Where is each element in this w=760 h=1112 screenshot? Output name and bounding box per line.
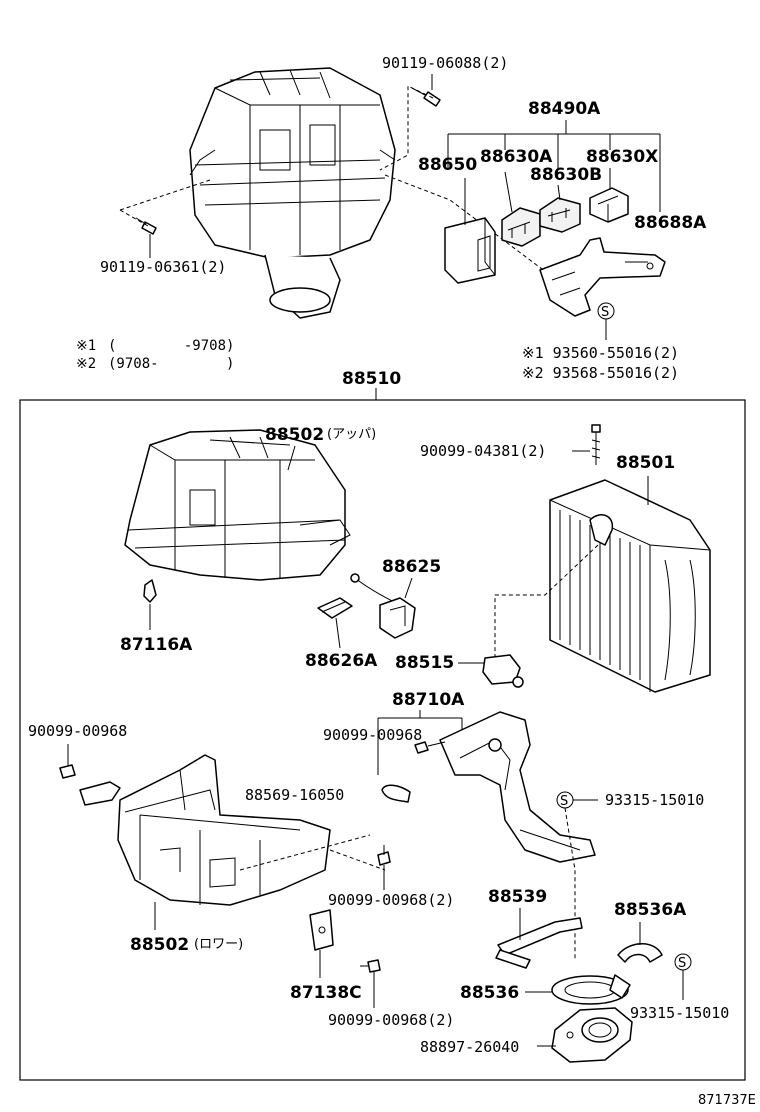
label-left-bolt: 90119-06361(2) bbox=[100, 258, 226, 276]
sensor-clip bbox=[317, 597, 353, 619]
label-sensor-clip: 88626A bbox=[305, 651, 378, 671]
sensor-clip-lead bbox=[335, 617, 341, 649]
label-relay-a: 88630A bbox=[480, 147, 553, 167]
label-screw-case: 90099-00968(2) bbox=[328, 891, 454, 909]
label-screw-tube: 90099-00968 bbox=[323, 726, 422, 744]
label-tube-b: 88539 bbox=[488, 887, 547, 907]
label-clamp: 88569-16050 bbox=[245, 786, 344, 804]
o-ring-symbol-1: S bbox=[556, 791, 598, 809]
label-relay-b: 88630B bbox=[530, 165, 602, 185]
bracket-87138c bbox=[309, 909, 334, 951]
label-upper-case-note: (アッパ) bbox=[327, 427, 376, 442]
o-ring-leader bbox=[564, 807, 576, 960]
label-exp-valve: 88515 bbox=[395, 653, 454, 673]
upper-case-illustration bbox=[124, 429, 351, 581]
label-top-bolt: 90119-06088(2) bbox=[382, 54, 508, 72]
amplifier-module bbox=[444, 178, 496, 284]
label-screw-bottom: 90099-00968(2) bbox=[328, 1011, 454, 1029]
label-screw-2: ※2 93568-55016(2) bbox=[522, 364, 679, 382]
evaporator-core bbox=[549, 479, 711, 693]
clamp-88536 bbox=[551, 974, 631, 1005]
top-bolt-leader bbox=[379, 85, 434, 171]
label-assembly: 88510 bbox=[342, 369, 401, 389]
label-grommet: 88897-26040 bbox=[420, 1038, 519, 1056]
left-bracket bbox=[79, 781, 121, 806]
grommet bbox=[551, 1007, 633, 1063]
note-1-mark: ※1 bbox=[76, 338, 96, 354]
label-screw-1: ※1 93560-55016(2) bbox=[522, 344, 679, 362]
label-clip: 87116A bbox=[120, 635, 193, 655]
relay-bracket bbox=[539, 237, 666, 317]
relay-a bbox=[501, 171, 541, 247]
sensor-lead bbox=[404, 577, 413, 599]
relay-x bbox=[589, 168, 629, 223]
thermistor-sensor bbox=[350, 573, 416, 639]
lower-case-illustration bbox=[117, 754, 331, 906]
label-clamp-b: 88536 bbox=[460, 983, 519, 1003]
clamp-88536a bbox=[617, 943, 663, 963]
relay-group-bracket bbox=[447, 120, 661, 212]
note-2-mark: ※2 bbox=[76, 356, 96, 372]
upper-case-lead bbox=[287, 445, 296, 471]
label-bracket: 88688A bbox=[634, 213, 707, 233]
assembly-frame bbox=[19, 399, 746, 1081]
label-lower-case-note: (ロワー) bbox=[194, 937, 243, 952]
evaporator-screw bbox=[591, 424, 601, 465]
label-tube-group: 88710A bbox=[392, 690, 465, 710]
evaporator-leader bbox=[494, 544, 599, 660]
expansion-valve bbox=[482, 654, 524, 688]
bottom-screw bbox=[360, 959, 381, 973]
label-lower-case: 88502 bbox=[130, 935, 189, 955]
svg-text:S: S bbox=[678, 956, 686, 971]
label-evap-screw: 90099-04381(2) bbox=[420, 442, 546, 460]
clamp-88569 bbox=[381, 784, 411, 803]
case-screw bbox=[377, 845, 391, 866]
label-upper-case: 88502 bbox=[265, 425, 324, 445]
label-o-ring-2: 93315-15010 bbox=[630, 1004, 729, 1022]
label-sensor: 88625 bbox=[382, 557, 441, 577]
label-screw-left: 90099-00968 bbox=[28, 722, 127, 740]
svg-text:S: S bbox=[560, 794, 568, 809]
label-evaporator: 88501 bbox=[616, 453, 675, 473]
screw-symbol-s: S bbox=[597, 302, 615, 340]
left-screw bbox=[59, 764, 76, 779]
label-bracket-c: 87138C bbox=[290, 983, 362, 1003]
note-2-text: (9708- ) bbox=[108, 356, 234, 372]
tube-group-bracket bbox=[377, 710, 463, 775]
left-bolt-leader bbox=[119, 179, 211, 227]
label-relay-x: 88630X bbox=[586, 147, 658, 167]
tube-assembly bbox=[439, 711, 596, 863]
tube-screw bbox=[414, 741, 446, 754]
lower-case-leader bbox=[239, 834, 386, 871]
figure-ref: 871737E bbox=[698, 1093, 756, 1108]
relay-b bbox=[539, 184, 581, 233]
label-clamp-a: 88536A bbox=[614, 900, 687, 920]
clip-87116a bbox=[143, 579, 157, 603]
label-amplifier: 88650 bbox=[418, 155, 477, 175]
label-o-ring-1: 93315-15010 bbox=[605, 791, 704, 809]
top-bolt bbox=[411, 87, 441, 107]
label-relay-group: 88490A bbox=[528, 99, 601, 119]
tube-88539 bbox=[495, 917, 583, 969]
o-ring-symbol-2: S bbox=[674, 953, 692, 1000]
cooling-unit-assembly-illustration bbox=[189, 67, 396, 319]
bracket-leader bbox=[384, 174, 551, 276]
note-1-text: ( -9708) bbox=[108, 338, 234, 354]
svg-text:S: S bbox=[601, 305, 609, 320]
